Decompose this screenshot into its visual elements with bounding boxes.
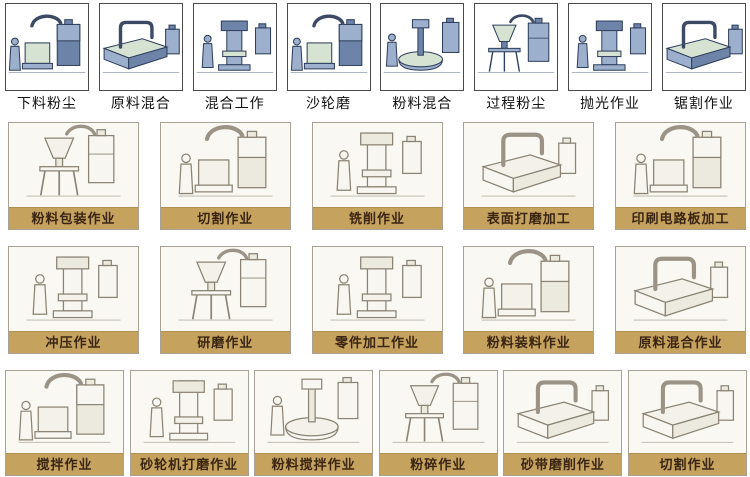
gallery-row: 冲压作业研磨作业零件加工作业粉料装料作业原料混合作业 [0,246,750,354]
process-label: 沙轮磨 [306,97,352,112]
process-caption: 切割作业 [160,207,290,229]
process-caption: 粉料包装作业 [9,207,138,229]
process-caption: 搅拌作业 [6,453,123,475]
conveyor-with-arch-duct-illustration [616,247,745,331]
conveyor-with-arch-duct-illustration [504,371,622,453]
gallery-row: 搅拌作业砂轮机打磨作业粉料搅拌作业粉碎作业砂带磨削作业切割作业 [0,370,750,476]
gallery-rows: 粉料包装作业切割作业铣削作业表面打磨加工印刷电路板加工冲压作业研磨作业零件加工作… [0,122,750,476]
process-label: 原料混合 [110,97,171,112]
process-card[interactable]: 抛光作业 [566,3,654,115]
machine-with-duct-and-collector-illustration [5,3,89,91]
conveyor-with-arch-duct-illustration [628,371,746,453]
conveyor-with-arch-duct-illustration [464,123,594,207]
hopper-and-collector-illustration [474,3,559,91]
press-machine-with-worker-illustration [9,247,138,331]
process-card[interactable]: 印刷电路板加工 [615,122,746,230]
process-card[interactable]: 粉料搅拌作业 [254,370,374,476]
process-card[interactable]: 原料混合 [97,3,185,115]
process-card[interactable]: 冲压作业 [8,246,139,354]
process-card[interactable]: 锯割作业 [660,3,748,115]
process-card[interactable]: 表面打磨加工 [463,122,595,230]
process-card[interactable]: 粉料包装作业 [8,122,139,230]
process-caption: 表面打磨加工 [464,207,594,229]
machine-with-duct-and-collector-illustration [286,3,371,91]
mixing-bowl-machine-illustration [255,371,373,453]
process-caption: 冲压作业 [9,331,138,353]
process-label: 锯割作业 [673,97,734,112]
process-label: 混合工作 [204,97,265,112]
conveyor-with-arch-duct-illustration [661,3,746,91]
mixing-bowl-machine-illustration [380,3,465,91]
process-card[interactable]: 粉料装料作业 [463,246,595,354]
process-card[interactable]: 研磨作业 [159,246,291,354]
process-card[interactable]: 搅拌作业 [5,370,124,476]
process-caption: 切割作业 [628,453,746,475]
press-machine-with-worker-illustration [130,371,248,453]
process-card[interactable]: 混合工作 [191,3,279,115]
machine-with-duct-and-collector-illustration [6,371,123,453]
process-caption: 粉碎作业 [379,453,497,475]
conveyor-with-arch-duct-illustration [98,3,183,91]
process-card[interactable]: 沙轮磨 [285,3,373,115]
process-label: 粉料混合 [392,97,453,112]
process-caption: 铣削作业 [312,207,442,229]
process-caption: 粉料搅拌作业 [255,453,373,475]
process-card[interactable]: 粉碎作业 [378,370,498,476]
press-machine-with-worker-illustration [312,123,442,207]
process-card[interactable]: 砂轮机打磨作业 [129,370,249,476]
process-card[interactable]: 过程粉尘 [472,3,560,115]
process-caption: 砂带磨削作业 [504,453,622,475]
top-row: 下料粉尘 原料混合 混合工作 沙轮磨 粉料混合 过程粉尘 抛光作业 锯割作业 [0,0,750,115]
process-card[interactable]: 砂带磨削作业 [503,370,623,476]
press-machine-with-worker-illustration [568,3,653,91]
hopper-and-collector-illustration [160,247,290,331]
machine-with-duct-and-collector-illustration [160,123,290,207]
process-caption: 原料混合作业 [616,331,745,353]
process-caption: 印刷电路板加工 [616,207,745,229]
machine-with-duct-and-collector-illustration [616,123,745,207]
process-card[interactable]: 铣削作业 [311,122,443,230]
process-caption: 研磨作业 [160,331,290,353]
process-card[interactable]: 下料粉尘 [3,3,91,115]
process-card[interactable]: 原料混合作业 [615,246,746,354]
process-caption: 零件加工作业 [312,331,442,353]
gallery-row: 粉料包装作业切割作业铣削作业表面打磨加工印刷电路板加工 [0,122,750,230]
hopper-and-collector-illustration [9,123,138,207]
process-label: 抛光作业 [580,97,641,112]
machine-with-duct-and-collector-illustration [464,247,594,331]
process-card[interactable]: 切割作业 [627,370,747,476]
process-card[interactable]: 粉料混合 [378,3,466,115]
press-machine-with-worker-illustration [312,247,442,331]
process-card[interactable]: 切割作业 [159,122,291,230]
press-machine-with-worker-illustration [192,3,277,91]
process-caption: 砂轮机打磨作业 [130,453,248,475]
process-label: 过程粉尘 [486,97,547,112]
hopper-and-collector-illustration [379,371,497,453]
process-caption: 粉料装料作业 [464,331,594,353]
process-card[interactable]: 零件加工作业 [311,246,443,354]
process-label: 下料粉尘 [17,97,77,112]
